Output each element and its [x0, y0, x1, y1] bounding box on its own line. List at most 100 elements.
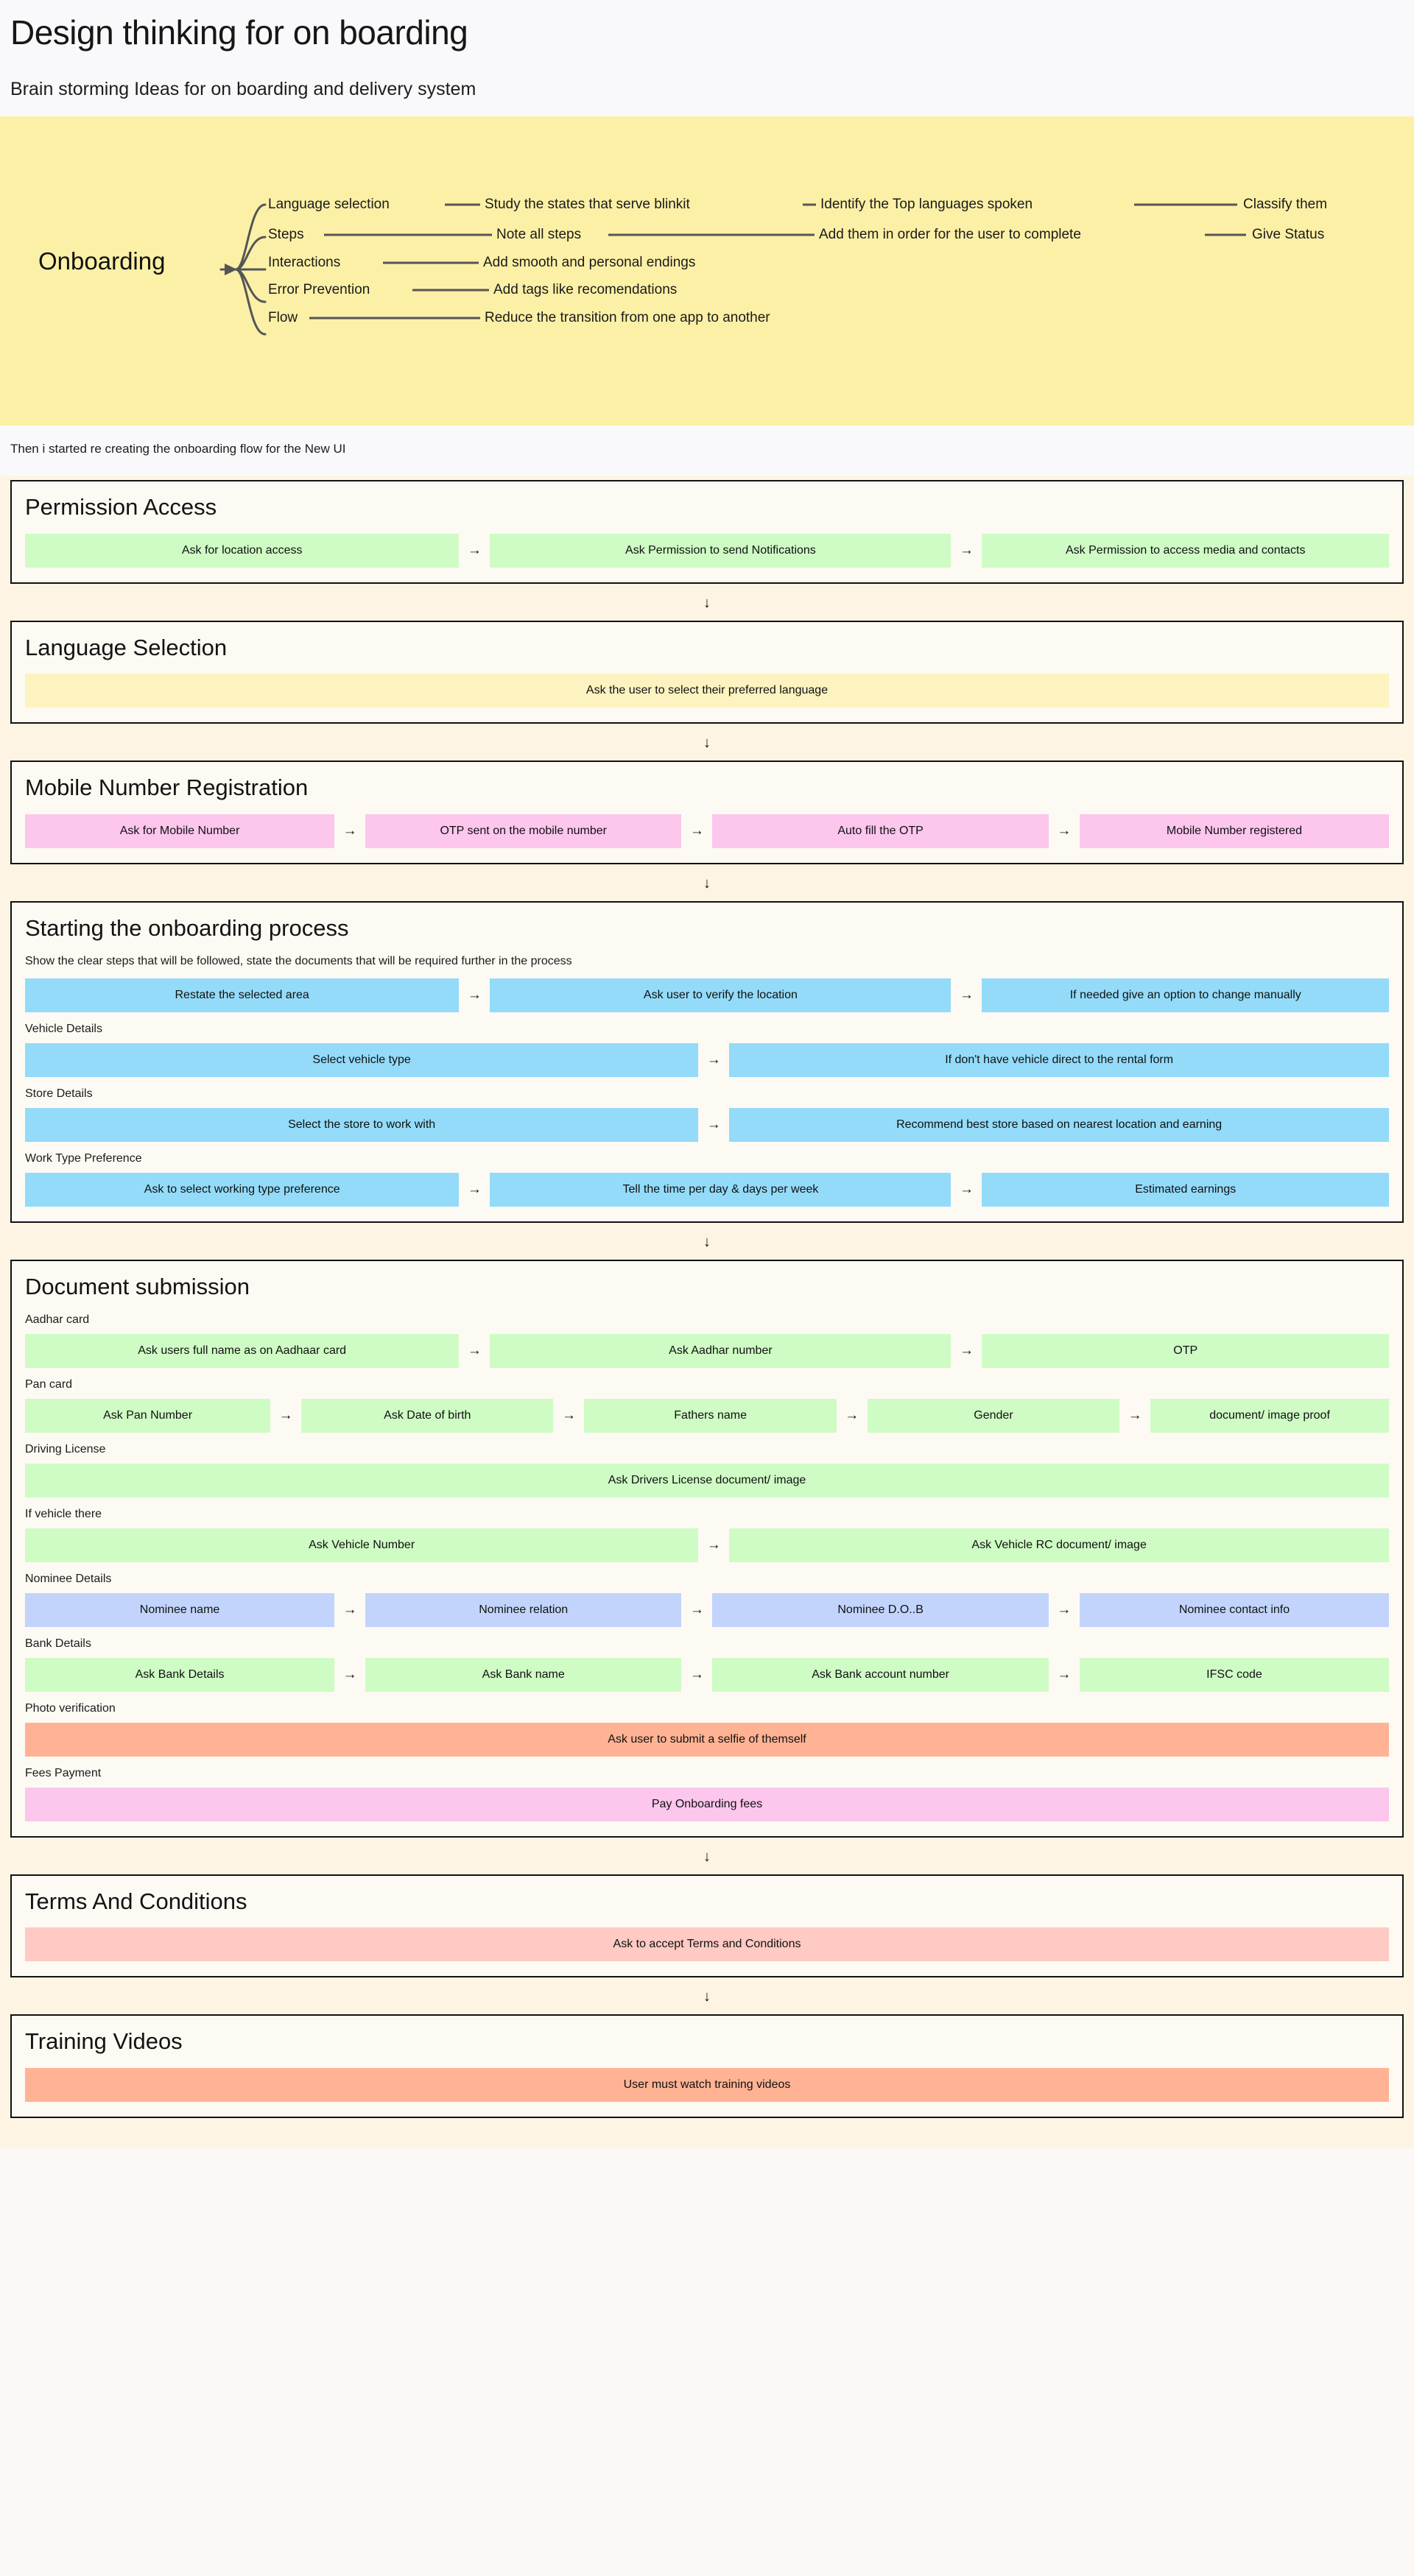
flow-node[interactable]: Nominee name	[25, 1592, 335, 1627]
flow-node[interactable]: OTP	[982, 1333, 1389, 1368]
flow-node[interactable]: Ask to accept Terms and Conditions	[25, 1927, 1389, 1962]
mindmap-branch-label: Error Prevention	[268, 281, 370, 297]
flow-node[interactable]: Ask for Mobile Number	[25, 814, 335, 849]
flow-node[interactable]: Estimated earnings	[982, 1172, 1389, 1207]
mindmap-chain-item: Classify them	[1243, 196, 1328, 212]
mindmap-branch-label: Language selection	[268, 196, 390, 212]
arrow-right-icon: →	[959, 987, 974, 1003]
flow-node[interactable]: Ask the user to select their preferred l…	[25, 674, 1389, 708]
flow-node[interactable]: Gender	[867, 1398, 1120, 1433]
flow-node[interactable]: Ask Permission to access media and conta…	[982, 533, 1389, 568]
section-title: Permission Access	[25, 493, 217, 520]
flow-node[interactable]: IFSC code	[1079, 1657, 1390, 1692]
arrow-right-icon: →	[561, 1407, 576, 1423]
intro-note: Then i started re creating the onboardin…	[0, 425, 1414, 476]
mindmap-chain-item: Reduce the transition from one app to an…	[485, 309, 770, 325]
flow-node[interactable]: Ask Permission to send Notifications	[490, 533, 952, 568]
page-header: Design thinking for on boarding Brain st…	[0, 0, 1414, 116]
flow-node[interactable]: Auto fill the OTP	[712, 814, 1049, 849]
arrow-right-icon: →	[959, 542, 974, 558]
flow-node[interactable]: Ask for location access	[25, 533, 460, 568]
arrow-right-icon: →	[689, 1601, 704, 1617]
flow-row: User must watch training videos	[25, 2068, 1389, 2103]
flow-node[interactable]: Ask user to verify the location	[490, 978, 952, 1012]
mindmap-chain-item: Identify the Top languages spoken	[820, 196, 1033, 212]
flow-row: Ask to accept Terms and Conditions	[25, 1927, 1389, 1962]
flow-node[interactable]: Nominee relation	[365, 1592, 682, 1627]
flow-node[interactable]: Fathers name	[584, 1398, 837, 1433]
arrow-right-icon: →	[342, 823, 357, 839]
flow-node[interactable]: Tell the time per day & days per week	[490, 1172, 952, 1207]
flow-node[interactable]: Ask Date of birth	[301, 1398, 554, 1433]
flow-node[interactable]: Ask to select working type preference	[25, 1172, 460, 1207]
arrow-right-icon: →	[342, 1666, 357, 1682]
mindmap-branch-label: Interactions	[268, 254, 341, 270]
arrow-right-icon: →	[342, 1601, 357, 1617]
page-title: Design thinking for on boarding	[10, 13, 468, 52]
arrow-right-icon: →	[706, 1536, 721, 1553]
mindmap-chain-item: Add smooth and personal endings	[483, 254, 696, 270]
mindmap-branch-label: Steps	[268, 226, 304, 242]
mindmap-branch-label: Flow	[268, 309, 298, 325]
section-title: Terms And Conditions	[25, 1888, 247, 1914]
mindmap-band: Onboarding Language selection Study the …	[0, 116, 1414, 426]
mindmap-chain-item: Note all steps	[496, 226, 582, 242]
flow-node[interactable]: Select the store to work with	[25, 1107, 699, 1142]
section-title: Starting the onboarding process	[25, 915, 349, 942]
mindmap-connectors	[219, 203, 267, 336]
flow-node[interactable]: Ask Bank Details	[25, 1657, 335, 1692]
flow-node[interactable]: Recommend best store based on nearest lo…	[729, 1107, 1390, 1142]
flow-node[interactable]: Ask Bank name	[365, 1657, 682, 1692]
arrow-down-icon: ↓	[703, 1848, 711, 1865]
flow-node[interactable]: Ask Aadhar number	[490, 1333, 952, 1368]
arrow-down-icon: ↓	[703, 875, 711, 892]
arrow-down-icon: ↓	[703, 594, 711, 611]
flow-row: Restate the selected area → Ask user to ve…	[25, 978, 1389, 1012]
flow-node[interactable]: Pay Onboarding fees	[25, 1787, 1389, 1821]
flow-node[interactable]: Ask Drivers License document/ image	[25, 1463, 1389, 1497]
section-title: Language Selection	[25, 634, 228, 660]
flow-node[interactable]: User must watch training videos	[25, 2068, 1389, 2103]
flow-row: Ask Bank Details → Ask Bank name → Ask Bank …	[25, 1657, 1390, 1692]
mindmap-chain-item: Add them in order for the user to comple…	[819, 226, 1081, 242]
flow-node[interactable]: Nominee D.O..B	[712, 1592, 1049, 1627]
arrow-right-icon: →	[959, 1181, 974, 1197]
flow-node[interactable]: If don't have vehicle direct to the rent…	[729, 1042, 1390, 1077]
arrow-right-icon: →	[278, 1407, 293, 1423]
flow-row: Ask for location access → Ask Permission t…	[25, 533, 1389, 568]
mindmap-chain-lines	[309, 203, 1246, 320]
flow-row: Ask the user to select their preferred l…	[25, 674, 1389, 708]
flow-node[interactable]: document/ image proof	[1150, 1398, 1389, 1433]
page-subtitle: Brain storming Ideas for on boarding and…	[10, 78, 476, 99]
flow-row: Select vehicle type→If don't have vehicl…	[25, 1042, 1390, 1077]
arrow-right-icon: →	[689, 1666, 704, 1682]
flow-node[interactable]: Ask Vehicle RC document/ image	[729, 1528, 1390, 1562]
flow-node[interactable]: If needed give an option to change manua…	[982, 978, 1389, 1012]
section-title: Mobile Number Registration	[25, 774, 309, 801]
flow-node[interactable]: Ask Pan Number	[25, 1398, 271, 1433]
arrow-down-icon: ↓	[703, 1989, 711, 2005]
arrow-right-icon: →	[1057, 823, 1072, 839]
group-label: Fees Payment	[25, 1766, 102, 1779]
flow-node[interactable]: Select vehicle type	[25, 1042, 699, 1077]
intro-note-text: Then i started re creating the onboardin…	[10, 441, 346, 456]
flow-node[interactable]: Nominee contact info	[1079, 1592, 1390, 1627]
flow-node[interactable]: Ask Vehicle Number	[25, 1528, 699, 1562]
arrow-right-icon: →	[467, 987, 482, 1003]
flow-node[interactable]: Restate the selected area	[25, 978, 460, 1012]
flow-node[interactable]: Ask Bank account number	[712, 1657, 1049, 1692]
flow-node[interactable]: Ask users full name as on Aadhaar card	[25, 1333, 460, 1368]
arrow-right-icon: →	[689, 823, 704, 839]
flow-node[interactable]: OTP sent on the mobile number	[365, 814, 682, 849]
group-label: Nominee Details	[25, 1572, 112, 1585]
flow-row: Nominee name → Nominee relation → Nominee D.…	[25, 1592, 1390, 1627]
flow-node[interactable]: Ask user to submit a selfie of themself	[25, 1722, 1389, 1757]
section-title: Document submission	[25, 1273, 250, 1299]
flow-row: Ask to select working type preference → Te…	[25, 1172, 1389, 1207]
section-title: Training Videos	[25, 2028, 183, 2055]
flow-node[interactable]: Mobile Number registered	[1079, 814, 1390, 849]
